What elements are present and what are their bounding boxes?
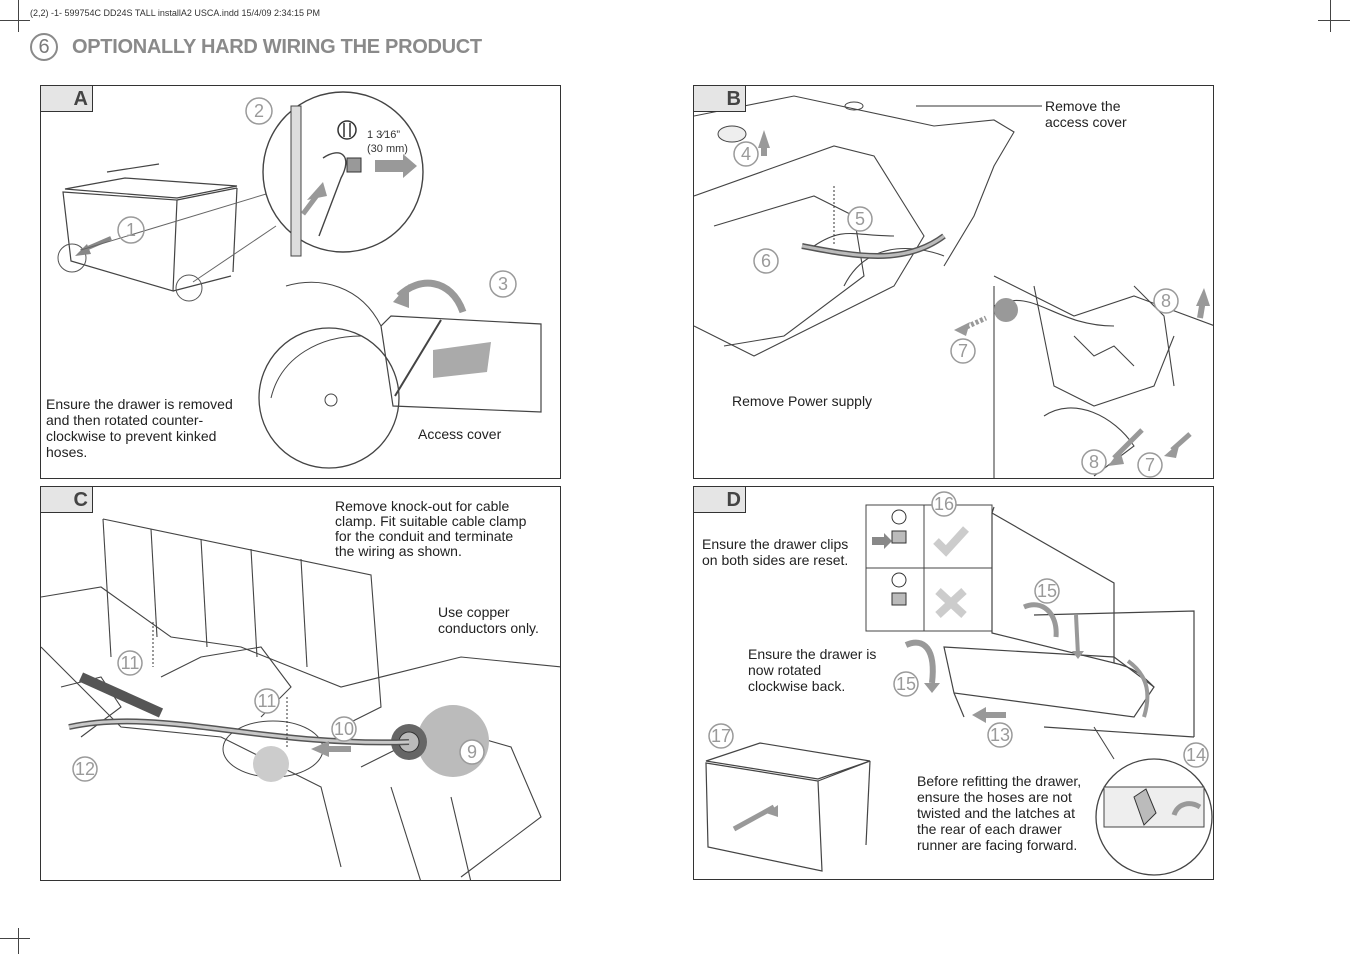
panel-a-step-numbers: 2 1 3 1 3⁄16” (30 mm) [117, 97, 517, 298]
panel-d-illustration [705, 504, 1213, 876]
panel-b-illustration [694, 95, 1213, 478]
caption-line: ensure the hoses are not [917, 789, 1072, 805]
caption-line: on both sides are reset. [702, 552, 849, 568]
step-number-11: 11 [121, 653, 140, 673]
page-title: OPTIONALLY HARD WIRING THE PRODUCT [72, 35, 482, 58]
knock-out-caption: Remove knock-out for cable clamp. Fit su… [335, 499, 526, 559]
step-number-12: 12 [75, 759, 95, 779]
step-number-16: 16 [934, 494, 954, 514]
step-number-15: 15 [896, 674, 916, 694]
copper-note: Use copper conductors only. [438, 604, 539, 636]
step-number-5: 5 [855, 209, 865, 229]
step-number-9: 9 [467, 742, 477, 762]
measure-metric: (30 mm) [367, 143, 408, 155]
file-slug: (2,2) -1- 599754C DD24S TALL installA2 U… [30, 8, 320, 18]
caption-line: Before refitting the drawer, [917, 773, 1082, 789]
caption-line: Ensure the drawer clips [702, 536, 849, 552]
caption-line: clockwise to prevent kinked [46, 428, 217, 444]
step-number-2: 2 [254, 101, 264, 121]
caption-line: runner are facing forward. [917, 837, 1078, 853]
caption-line: hoses. [46, 444, 88, 460]
caption-line: twisted and the latches at [917, 805, 1075, 821]
crop-mark [18, 928, 19, 954]
caption-line: clockwise back. [748, 678, 846, 694]
caption-line: the rear of each drawer [917, 821, 1062, 837]
remove-access-cover-callout: Remove the access cover [1045, 98, 1127, 130]
caption-line: Ensure the drawer is removed [46, 396, 233, 412]
callout-line: access cover [1045, 114, 1127, 130]
crop-mark [1318, 20, 1350, 21]
step-number-14: 14 [1186, 745, 1206, 765]
panel-d-step-numbers: 16 15 15 13 17 14 [708, 491, 1209, 768]
crop-mark [0, 20, 30, 21]
step-number-6: 6 [761, 251, 771, 271]
caption-line: now rotated [748, 662, 822, 678]
step-number-11: 11 [258, 691, 277, 711]
caption-line: for the conduit and terminate [335, 528, 514, 544]
step-number-15: 15 [1037, 581, 1057, 601]
note-line: conductors only. [438, 620, 539, 636]
measure-imperial: 1 3⁄16” [367, 129, 400, 141]
refit-caption: Before refitting the drawer, ensure the … [917, 773, 1081, 853]
panel-c: C 11 11 10 9 12 Remove knock-out for cab… [40, 486, 561, 881]
note-line: Use copper [438, 604, 510, 620]
caption-line: clamp. Fit suitable cable clamp [335, 513, 527, 529]
caption-line: Ensure the drawer is [748, 646, 877, 662]
step-number-10: 10 [334, 719, 354, 739]
panel-b-label: B [694, 86, 746, 112]
section-step-number: 6 [30, 33, 58, 61]
panel-b-step-numbers: 4 5 6 7 8 8 7 [733, 141, 1179, 478]
panel-c-illustration [41, 518, 560, 880]
step-number-1: 1 [126, 220, 136, 240]
step-number-8: 8 [1089, 452, 1099, 472]
rotate-back-caption: Ensure the drawer is now rotated clockwi… [748, 646, 876, 694]
caption-line: the wiring as shown. [335, 543, 462, 559]
step-number-3: 3 [498, 274, 508, 294]
crop-mark [1330, 0, 1331, 32]
panel-b: B 4 5 6 7 8 8 7 Remove the access cover … [693, 85, 1214, 479]
panel-c-step-numbers: 11 11 10 9 12 [72, 650, 485, 782]
crop-mark [18, 0, 19, 32]
panel-a: A 2 1 3 1 3⁄16” (30 mm) Ensure the drawe… [40, 85, 561, 479]
panel-c-label: C [41, 487, 93, 513]
step-number-13: 13 [990, 725, 1010, 745]
panel-a-label: A [41, 86, 93, 112]
panel-d-label: D [694, 487, 746, 513]
section-header: 6 OPTIONALLY HARD WIRING THE PRODUCT [30, 32, 482, 62]
panel-d: D 16 15 15 13 17 14 Ensure the drawer cl… [693, 486, 1214, 880]
panel-a-caption: Ensure the drawer is removed and then ro… [46, 396, 276, 460]
caption-line: and then rotated counter- [46, 412, 204, 428]
clips-reset-caption: Ensure the drawer clips on both sides ar… [702, 536, 848, 568]
crop-mark [0, 938, 30, 939]
step-number-7: 7 [1145, 455, 1155, 475]
remove-power-supply-caption: Remove Power supply [732, 393, 873, 409]
callout-line: Remove the [1045, 98, 1121, 114]
step-number-4: 4 [741, 144, 751, 164]
step-number-8: 8 [1161, 291, 1171, 311]
caption-line: Remove knock-out for cable [335, 498, 510, 514]
step-number-17: 17 [711, 726, 731, 746]
step-number-7: 7 [958, 341, 968, 361]
access-cover-callout: Access cover [418, 426, 502, 442]
panel-a-illustration [57, 91, 542, 469]
